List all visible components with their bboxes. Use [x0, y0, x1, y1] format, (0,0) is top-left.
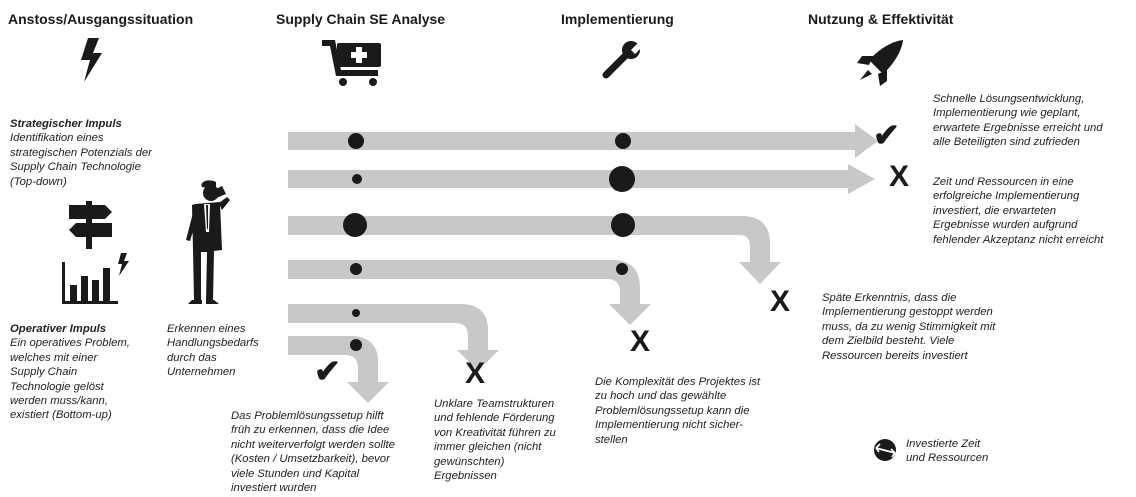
investment-dot — [615, 133, 631, 149]
signpost-icon — [69, 201, 112, 249]
cross-icon: X — [770, 285, 791, 318]
operative-line: Ein operatives Problem, — [10, 337, 130, 350]
recognize-line: Erkennen eines — [167, 323, 246, 335]
outcome-line: stellen — [595, 433, 628, 446]
investment-dot — [609, 166, 635, 192]
outcome-line: Problemlösungssetup kann die — [595, 404, 750, 417]
outcome-line: muss, da zu wenig Stimmigkeit mit — [822, 320, 996, 333]
outcome-line: Schnelle Lösungsentwicklung, — [933, 93, 1085, 105]
strategic-line: Identifikation eines — [10, 132, 104, 145]
flow-arrows — [288, 124, 878, 403]
header-nutzung: Nutzung & Effektivität — [808, 11, 954, 27]
outcome-line: investiert wurden — [231, 482, 317, 495]
outcome-line: gewünschten) — [434, 455, 505, 468]
outcome-line: fehlender Akzeptanz nicht erreicht — [933, 233, 1104, 246]
outcome-line: früh zu erkennen, dass die Idee — [231, 424, 390, 437]
recognize-need-text: Erkennen eines Handlungsbedarfs durch da… — [167, 322, 287, 380]
investment-dot — [348, 133, 364, 149]
recognize-line: Unternehmen — [167, 366, 236, 379]
outcome-line: Die Komplexität des Projektes ist — [595, 376, 761, 388]
rocket-icon — [857, 40, 903, 86]
operative-line: welches mit einer — [10, 351, 98, 364]
outcome-line: viele Stunden und Kapital — [231, 467, 360, 480]
header-analyse: Supply Chain SE Analyse — [276, 11, 446, 27]
strategic-impulse-text: Strategischer Impuls Identifikation eine… — [10, 117, 180, 189]
cross-icon: X — [889, 160, 910, 193]
outcome-line: dem Zielbild besteht. Viele — [822, 335, 955, 348]
operative-line: existiert (Bottom-up) — [10, 409, 112, 422]
strategic-line: Supply Chain Technologie — [10, 161, 141, 174]
shopping-cart-add-icon — [322, 40, 381, 86]
recognize-line: durch das — [167, 351, 217, 364]
outcome-line: Ergebnissen — [434, 470, 497, 483]
operative-line: werden muss/kann, — [10, 395, 108, 408]
investment-dots — [343, 133, 635, 351]
outcome-team-structure-text: Unklare Teamstrukturen und fehlende Förd… — [434, 397, 584, 483]
cross-icon: X — [630, 325, 651, 358]
recognize-line: Handlungsbedarfs — [167, 337, 259, 350]
outcome-line: Unklare Teamstrukturen — [434, 398, 555, 410]
investment-dot — [343, 213, 367, 237]
outcome-line: investiert, die erwarteten — [933, 204, 1057, 217]
investment-dot — [611, 213, 635, 237]
operative-impulse-text: Operativer Impuls Ein operatives Problem… — [10, 322, 170, 423]
investment-dot — [352, 309, 360, 317]
outcome-early-stop-text: Das Problemlösungssetup hilft früh zu er… — [231, 409, 431, 495]
outcome-success-text: Schnelle Lösungsentwicklung, Implementie… — [933, 92, 1133, 150]
outcome-line: Das Problemlösungssetup hilft — [231, 410, 384, 422]
time-resources-icon — [874, 439, 896, 461]
flow-arrow — [288, 164, 875, 194]
outcome-line: immer gleichen (nicht — [434, 441, 542, 454]
investment-dot — [616, 263, 628, 275]
outcome-line: Ergebnisse wurden aufgrund — [933, 219, 1078, 232]
check-icon: ✔ — [873, 117, 900, 153]
strategic-impulse-title: Strategischer Impuls — [10, 118, 122, 130]
outcome-no-acceptance-text: Zeit und Ressourcen in eine erfolgreiche… — [933, 175, 1135, 247]
outcome-line: erfolgreiche Implementierung — [933, 190, 1080, 203]
outcome-line: Späte Erkenntnis, dass die — [822, 292, 957, 304]
strategic-line: (Top-down) — [10, 175, 67, 188]
outcome-line: (Kosten / Umsetzbarkeit), bevor — [231, 453, 390, 466]
flow-arrow — [288, 260, 651, 325]
header-anstoss: Anstoss/Ausgangssituation — [8, 11, 194, 27]
outcome-line: nicht weiterverfolgt werden sollte — [231, 438, 395, 451]
flow-arrow — [288, 216, 781, 284]
lightning-icon — [81, 38, 102, 82]
legend-text: Investierte Zeit und Ressourcen — [906, 437, 1026, 466]
outcome-line: Implementierung nicht sicher- — [595, 419, 743, 432]
outcome-line: erwartete Ergebnisse erreicht und — [933, 121, 1103, 134]
outcome-line: Implementierung wie geplant, — [933, 107, 1081, 120]
header-implementierung: Implementierung — [561, 11, 674, 27]
bar-chart-icon — [62, 253, 129, 304]
investment-dot — [352, 174, 362, 184]
legend-line: und Ressourcen — [906, 452, 989, 465]
legend-line: Investierte Zeit — [906, 438, 981, 450]
outcome-line: alle Beteiligten sind zufrieden — [933, 136, 1080, 149]
operative-line: Supply Chain — [10, 366, 78, 379]
cross-icon: X — [465, 357, 486, 390]
operative-line: Technologie gelöst — [10, 380, 104, 393]
outcome-line: Ressourcen bereits investiert — [822, 349, 968, 362]
outcome-line: Implementierung gestoppt werden — [822, 306, 993, 319]
outcome-line: und fehlende Förderung — [434, 412, 555, 425]
outcome-late-stop-text: Späte Erkenntnis, dass die Implementieru… — [822, 291, 1022, 363]
investment-dot — [350, 339, 362, 351]
outcome-complexity-text: Die Komplexität des Projektes ist zu hoc… — [595, 375, 795, 447]
wrench-icon — [602, 39, 646, 79]
outcome-line: von Kreativität führen zu — [434, 426, 556, 439]
flow-arrow — [288, 124, 878, 158]
thinking-person-icon — [186, 180, 230, 304]
outcome-line: zu hoch und das gewählte — [595, 390, 727, 403]
flow-arrow — [288, 304, 499, 371]
operative-impulse-title: Operativer Impuls — [10, 323, 107, 335]
flow-arrow — [288, 336, 389, 403]
strategic-line: strategischen Potenzials der — [10, 146, 152, 159]
investment-dot — [350, 263, 362, 275]
check-icon: ✔ — [314, 353, 341, 389]
outcome-line: Zeit und Ressourcen in eine — [933, 176, 1074, 188]
